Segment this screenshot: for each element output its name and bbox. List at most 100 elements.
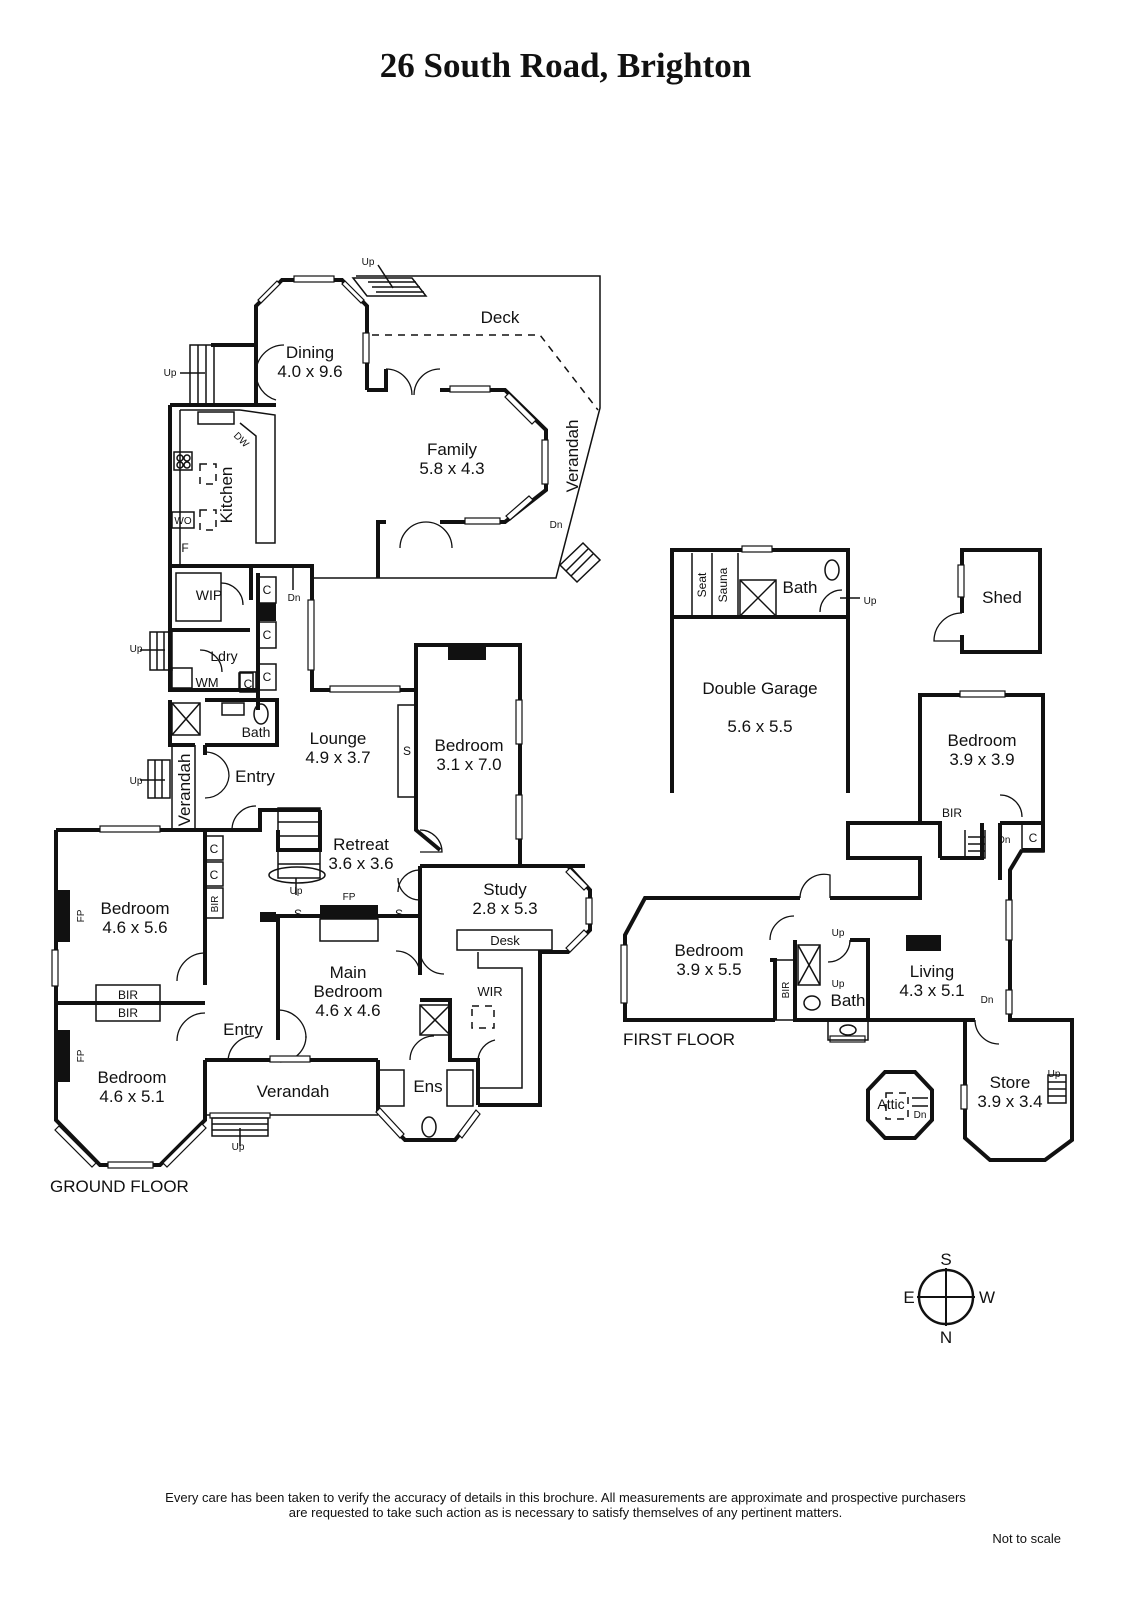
wo-label: WO <box>174 516 191 527</box>
fp-label-bedroom-2: FP <box>76 1049 87 1062</box>
shed-walls <box>933 548 1042 654</box>
fridge-label: F <box>181 541 188 555</box>
dining-walls <box>170 278 369 407</box>
cupboard-label-2: C <box>263 628 272 642</box>
lounge-windows <box>307 599 523 840</box>
room-label-seat: Seat <box>695 572 709 597</box>
ground-windows <box>51 825 481 1169</box>
scale-note: Not to scale <box>992 1531 1061 1546</box>
dw-label: DW <box>231 430 251 450</box>
room-label-garage: Double Garage <box>702 679 817 698</box>
bir-label-first: BIR <box>942 806 962 820</box>
room-label-entry-rear: Entry <box>235 767 275 786</box>
up-label-bath-first: Up <box>832 979 845 990</box>
compass-icon: S E W N <box>903 1250 995 1347</box>
family-windows <box>449 385 549 525</box>
bir-label-1: BIR <box>118 988 138 1002</box>
retreat-stairs <box>268 807 326 895</box>
shelf-label-lounge: S <box>403 744 411 758</box>
room-label-study: Study <box>483 880 527 899</box>
up-label-store: Up <box>1048 1069 1061 1080</box>
compass-south: S <box>940 1250 951 1269</box>
room-dims-bedroom-long: 3.1 x 7.0 <box>436 755 501 774</box>
dining-doors <box>255 344 285 401</box>
dn-label-first-a: Dn <box>998 835 1011 846</box>
room-label-bedroom-long: Bedroom <box>435 736 504 755</box>
room-dims-bedroom-first-b: 3.9 x 5.5 <box>676 960 741 979</box>
room-label-bedroom-1: Bedroom <box>101 899 170 918</box>
garage-walls <box>670 545 860 793</box>
up-label-garage: Up <box>864 596 877 607</box>
dn-label-attic: Dn <box>914 1110 927 1121</box>
room-label-dining: Dining <box>286 343 334 362</box>
room-dims-family: 5.8 x 4.3 <box>419 459 484 478</box>
cupboard-label-5: C <box>210 842 219 856</box>
room-label-bath-first: Bath <box>831 991 866 1010</box>
room-label-bedroom-first-a: Bedroom <box>948 731 1017 750</box>
shelf-label-2: S <box>395 907 403 921</box>
room-label-shed: Shed <box>982 588 1022 607</box>
side-verandah <box>140 745 207 831</box>
front-verandah <box>205 1055 378 1146</box>
up-label-retreat: Up <box>290 886 303 897</box>
room-label-wir: WIR <box>477 984 502 999</box>
compass-north: N <box>940 1328 952 1347</box>
room-dims-dining: 4.0 x 9.6 <box>277 362 342 381</box>
room-label-kitchen: Kitchen <box>217 467 236 524</box>
bir-label-2: BIR <box>118 1006 138 1020</box>
study-bay <box>456 864 593 954</box>
page-title: 26 South Road, Brighton <box>379 46 752 85</box>
up-label-laundry: Up <box>130 644 143 655</box>
cupboard-label-first: C <box>1029 831 1038 845</box>
up-label-dining: Up <box>164 368 177 379</box>
bir-ground <box>95 835 224 1022</box>
room-label-lounge: Lounge <box>310 729 367 748</box>
room-label-verandah-front: Verandah <box>257 1082 330 1101</box>
lounge-walls <box>310 570 522 865</box>
cupboards-kitchen <box>239 566 294 693</box>
fireplace-main <box>260 905 379 942</box>
attic-outline <box>866 1070 934 1140</box>
room-label-bedroom-first-b: Bedroom <box>675 941 744 960</box>
room-dims-retreat: 3.6 x 3.6 <box>328 854 393 873</box>
service-fixtures <box>171 667 269 736</box>
room-label-sauna: Sauna <box>716 567 730 602</box>
verandah-stairs-rear <box>558 541 602 584</box>
room-dims-main-bedroom: 4.6 x 4.6 <box>315 1001 380 1020</box>
wir-outline <box>471 952 523 1089</box>
kitchen-benches <box>171 409 276 566</box>
deck-outline <box>310 275 601 579</box>
room-label-bath-ground: Bath <box>242 724 271 740</box>
room-dims-bedroom-first-a: 3.9 x 3.9 <box>949 750 1014 769</box>
room-label-wip: WIP <box>196 587 222 603</box>
fp-label-main: FP <box>343 892 356 903</box>
dn-label-living: Dn <box>981 995 994 1006</box>
cupboard-label-6: C <box>210 868 219 882</box>
room-label-living: Living <box>910 962 954 981</box>
room-label-bedroom-2: Bedroom <box>98 1068 167 1087</box>
up-label-deck: Up <box>362 257 375 268</box>
room-dims-bedroom-1: 4.6 x 5.6 <box>102 918 167 937</box>
room-label-deck: Deck <box>481 308 520 327</box>
room-label-laundry: Ldry <box>210 648 237 664</box>
room-dims-bedroom-2: 4.6 x 5.1 <box>99 1087 164 1106</box>
dining-windows <box>257 275 370 364</box>
room-label-store: Store <box>990 1073 1031 1092</box>
room-label-entry-front: Entry <box>223 1020 263 1039</box>
compass-east: E <box>903 1288 914 1307</box>
room-dims-store: 3.9 x 3.4 <box>977 1092 1042 1111</box>
disclaimer: Every care has been taken to verify the … <box>0 1490 1131 1520</box>
compass-west: W <box>979 1288 995 1307</box>
room-dims-lounge: 4.9 x 3.7 <box>305 748 370 767</box>
disclaimer-line-1: Every care has been taken to verify the … <box>165 1490 966 1505</box>
deck-stairs <box>351 264 428 297</box>
floor-label-ground: GROUND FLOOR <box>50 1177 189 1196</box>
room-label-wm: WM <box>195 675 218 690</box>
room-dims-living: 4.3 x 5.1 <box>899 981 964 1000</box>
room-label-attic: Attic <box>877 1096 904 1112</box>
desk-label: Desk <box>490 933 520 948</box>
room-label-verandah-side: Verandah <box>175 754 194 827</box>
cupboard-label-3: C <box>263 670 272 684</box>
fp-label-bedroom-1: FP <box>76 909 87 922</box>
